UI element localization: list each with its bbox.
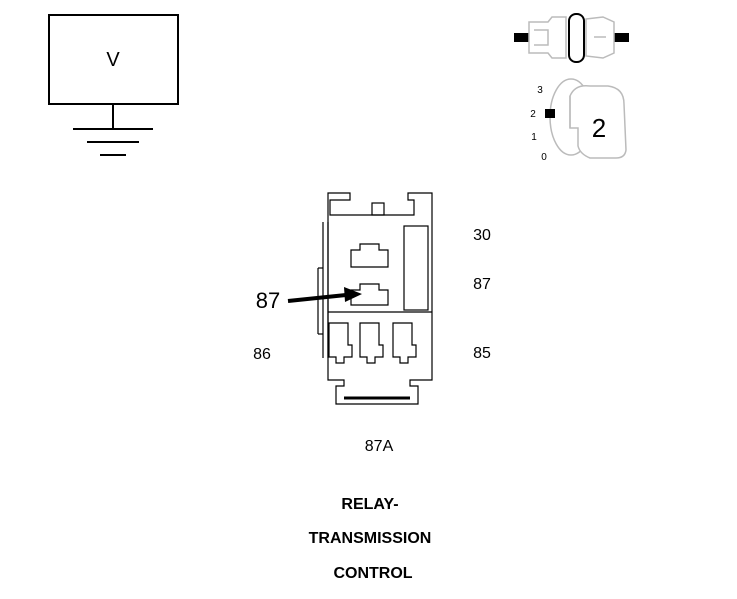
voltmeter-label: V [106,49,120,71]
ignition-position-0: 0 [541,152,547,163]
voltmeter: V [48,14,179,156]
ground-icon [73,104,153,156]
pin-86-label: 86 [253,346,271,363]
pin-87-arrow [287,287,362,303]
pin-30-label: 30 [473,227,491,244]
caption-line-3: CONTROL [333,565,412,582]
ignition-position-2: 2 [530,109,536,120]
pin-87-callout-label: 87 [256,288,280,313]
connector-icon [514,13,629,63]
relay-body [317,192,433,405]
voltmeter-box [48,14,179,105]
pin-87a-label: 87A [365,438,394,455]
ignition-position-3: 3 [537,85,543,96]
caption-line-1: RELAY- [341,496,398,513]
ignition-position-1: 1 [531,132,537,143]
caption-line-2: TRANSMISSION [309,530,432,547]
pin-87-label: 87 [473,276,491,293]
key-position-label: 2 [592,113,606,143]
pin-85-label: 85 [473,345,491,362]
ignition-key-icon: 2 3 2 1 0 [530,78,627,163]
